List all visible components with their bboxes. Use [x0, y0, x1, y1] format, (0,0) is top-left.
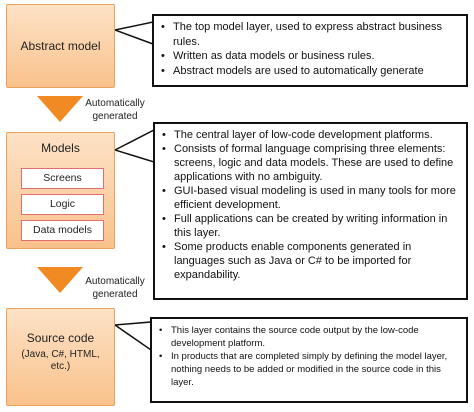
callout-source-item: This layer contains the source code outp…	[154, 324, 462, 350]
source-code-subtitle: (Java, C#, HTML, etc.)	[21, 349, 100, 372]
abstract-model-layer: Abstract model	[6, 4, 115, 88]
models-title: Models	[41, 141, 80, 155]
arrow-label-2: Automatically generated	[85, 276, 145, 300]
arrow-down-2	[37, 267, 83, 293]
callout-abstract-item: Written as data models or business rules…	[156, 49, 462, 64]
callout-models-item: GUI-based visual modeling is used in man…	[157, 184, 462, 212]
pointer-abstract	[112, 21, 154, 46]
callout-models-item: Full applications can be created by writ…	[157, 212, 462, 240]
callout-models-item: Some products enable components generate…	[157, 240, 462, 282]
callout-models: The central layer of low-code developmen…	[153, 122, 468, 300]
logic-box: Logic	[21, 194, 104, 215]
arrow-label-1: Automatically generated	[85, 98, 145, 122]
callout-abstract-item: Abstract models are used to automaticall…	[156, 64, 462, 79]
data-models-box: Data models	[21, 220, 104, 241]
callout-source: This layer contains the source code outp…	[150, 317, 468, 403]
pointer-source	[112, 321, 152, 352]
callout-abstract-item: The top model layer, used to express abs…	[156, 20, 462, 49]
pointer-models	[113, 128, 155, 164]
models-layer: Models Screens Logic Data models	[6, 132, 115, 249]
callout-models-item: The central layer of low-code developmen…	[157, 128, 462, 142]
callout-source-item: In products that are completed simply by…	[154, 350, 462, 389]
source-code-title: Source code	[26, 331, 95, 345]
arrow-down-1	[37, 96, 83, 122]
abstract-model-title: Abstract model	[20, 39, 101, 53]
callout-abstract: The top model layer, used to express abs…	[152, 14, 468, 87]
screens-box: Screens	[21, 168, 104, 189]
source-code-layer: Source code (Java, C#, HTML, etc.)	[6, 308, 115, 406]
callout-models-item: Consists of formal language comprising t…	[157, 142, 462, 184]
